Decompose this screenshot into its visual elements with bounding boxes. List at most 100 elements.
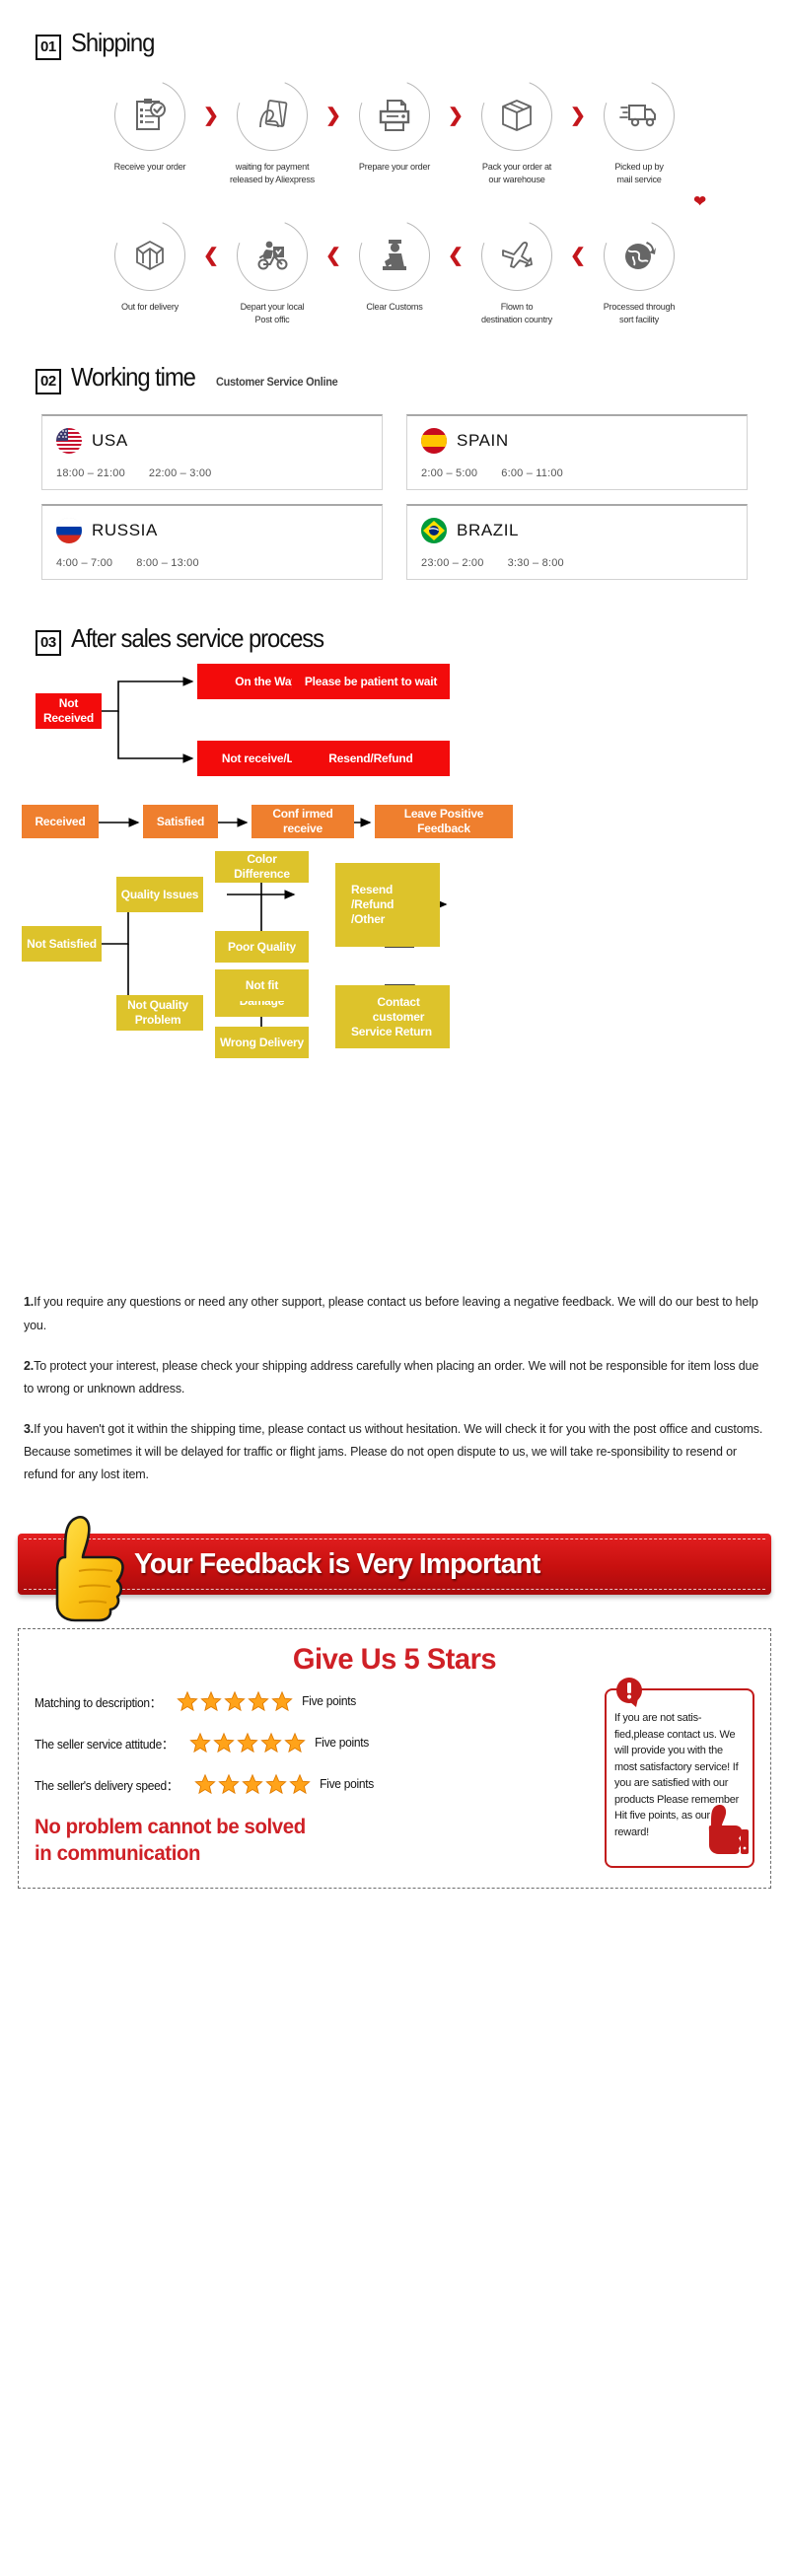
rating-points: Five points — [319, 1777, 374, 1792]
flow-node-please-wait: Please be patient to wait — [292, 664, 450, 700]
working-time-card: BRAZIL 23:00 – 2:00 3:30 – 8:00 — [406, 504, 748, 581]
step-label: Prepare your order — [358, 162, 431, 173]
time-slot: 6:00 – 11:00 — [501, 467, 563, 480]
flag-usa-icon — [56, 428, 82, 455]
flow-direction-indicator: ❤ — [0, 186, 789, 210]
flow-node-quality-issues: Quality Issues — [116, 877, 203, 913]
thumbs-up-small-icon — [699, 1802, 749, 1861]
shipping-steps-row-1: Receive your order ❯ waiting for payment… — [0, 68, 789, 186]
truck-icon — [619, 105, 656, 127]
slogan: No problem cannot be solved in communica… — [35, 1815, 578, 1867]
rating-row: The seller service attitude： Five points — [35, 1732, 595, 1753]
card-header: USA — [56, 428, 368, 455]
globe-arrow-icon — [625, 242, 656, 270]
hand-card-icon — [259, 100, 288, 128]
chevron-right-icon: ❯ — [325, 105, 341, 126]
node-line: Not Quality — [127, 998, 188, 1013]
star-group — [188, 1732, 306, 1753]
chevron-down-icon: ❤ — [693, 193, 706, 211]
warning-text: If you are not satis-fied,please contact… — [614, 1712, 740, 1838]
exclamation-icon — [614, 1677, 644, 1716]
section-subtitle: Customer Service Online — [215, 377, 338, 390]
rating-label: Matching to description： — [35, 1695, 162, 1710]
flow-node-poor-quality: Poor Quality — [215, 931, 309, 964]
flow-node-contact-customer-service: Contact customer Service Return — [335, 985, 450, 1049]
flow-node-not-fit: Not fit — [215, 969, 309, 1002]
step-circle — [592, 68, 686, 163]
clipboard-check-icon — [136, 99, 166, 130]
time-slot: 23:00 – 2:00 — [421, 557, 484, 570]
rating-label: The seller's delivery speed： — [35, 1778, 179, 1793]
step-circle — [225, 68, 320, 163]
slogan-line-2: in communication — [35, 1841, 201, 1865]
country-name: BRAZIL — [457, 521, 520, 540]
page-title: Shipping — [70, 28, 155, 57]
country-name: SPAIN — [457, 431, 509, 451]
rating-row: Matching to description： Five points — [35, 1690, 595, 1712]
banner-body: Your Feedback is Very Important — [18, 1534, 771, 1596]
step-label: Receive your order — [113, 162, 186, 173]
star-icon — [236, 1732, 258, 1753]
stars-body: Matching to description： Five points The… — [35, 1678, 754, 1869]
thumbs-up-icon — [39, 1512, 130, 1627]
box-icon — [502, 100, 532, 131]
star-icon — [241, 1773, 263, 1795]
policy-notes: 1.If you require any questions or need a… — [0, 1291, 789, 1486]
chevron-right-icon: ❯ — [448, 105, 464, 126]
flow-node-received: Received — [22, 805, 99, 839]
time-slot: 4:00 – 7:00 — [56, 557, 113, 570]
step-label: Clear Customs — [366, 302, 423, 314]
star-icon — [283, 1732, 306, 1753]
chevron-right-icon: ❯ — [570, 105, 586, 126]
page-title: Working time — [70, 362, 196, 393]
flow-node-color-difference: Color Difference — [215, 851, 309, 884]
scooter-delivery-icon — [257, 241, 288, 270]
note-text: If you haven't got it within the shippin… — [24, 1421, 763, 1482]
stars-title: Give Us 5 Stars — [292, 1643, 497, 1677]
step-circle — [347, 208, 442, 303]
rating-points: Five points — [314, 1736, 369, 1751]
time-slot: 3:30 – 8:00 — [507, 557, 564, 570]
working-time-card: RUSSIA 4:00 – 7:00 8:00 – 13:00 — [41, 504, 383, 581]
shipping-step: Receive your order — [103, 68, 197, 174]
note-item: 1.If you require any questions or need a… — [24, 1291, 765, 1336]
flow-node-resend-refund: Resend/Refund — [292, 741, 450, 777]
time-slot: 2:00 – 5:00 — [421, 467, 478, 480]
section-number: 02 — [36, 369, 61, 395]
time-slots: 4:00 – 7:00 8:00 – 13:00 — [56, 557, 368, 569]
working-time-card: SPAIN 2:00 – 5:00 6:00 – 11:00 — [406, 414, 748, 491]
node-line: /Refund — [351, 897, 394, 912]
working-time-grid: USA 18:00 – 21:00 22:00 – 3:00 SPAIN 2:0… — [0, 408, 789, 581]
section-header-after-sales: 03 After sales service process — [0, 623, 789, 657]
note-number: 1. — [24, 1295, 35, 1310]
shipping-step: Out for delivery — [103, 208, 197, 314]
step-circle — [469, 68, 564, 163]
chevron-left-icon: ❮ — [448, 245, 464, 266]
node-line: Resend — [351, 883, 394, 897]
rating-label: The seller service attitude： — [35, 1737, 174, 1752]
rating-points: Five points — [301, 1694, 356, 1709]
printer-icon — [379, 100, 410, 131]
time-slots: 2:00 – 5:00 6:00 – 11:00 — [421, 467, 733, 479]
star-icon — [217, 1773, 240, 1795]
chevron-left-icon: ❮ — [570, 245, 586, 266]
step-circle — [225, 208, 320, 303]
note-item: 2.To protect your interest, please check… — [24, 1355, 765, 1400]
flow-node-resend-refund-other: Resend /Refund /Other — [335, 863, 440, 948]
flow-node-leave-positive-feedback: Leave Positive Feedback — [375, 805, 513, 839]
shipping-step: Prepare your order — [347, 68, 442, 174]
flag-brazil-icon — [421, 518, 447, 544]
star-icon — [271, 1690, 293, 1712]
step-circle — [347, 68, 442, 163]
working-time-card: USA 18:00 – 21:00 22:00 – 3:00 — [41, 414, 383, 491]
step-circle — [103, 208, 197, 303]
note-number: 3. — [24, 1421, 35, 1436]
note-text: If you require any questions or need any… — [24, 1295, 758, 1332]
flow-node-not-satisfied: Not Satisfied — [22, 926, 102, 963]
banner-text: Your Feedback is Very Important — [134, 1547, 540, 1580]
airplane-icon — [502, 242, 533, 269]
